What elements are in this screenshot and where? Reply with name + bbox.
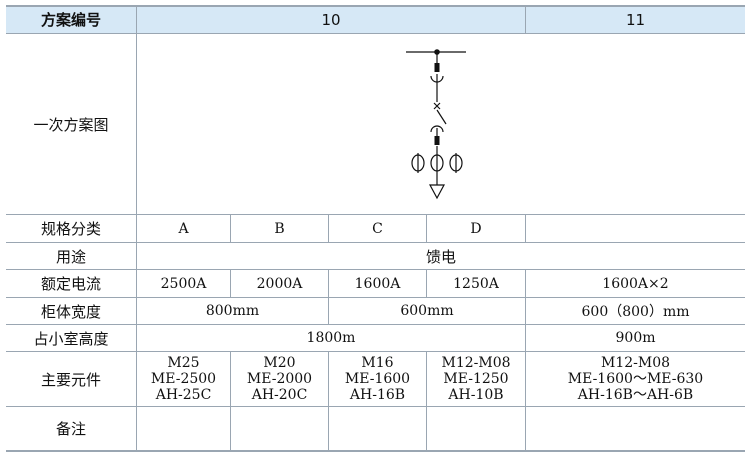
breaker-blade xyxy=(436,109,447,125)
remarks-row-label: 备注 xyxy=(55,420,86,438)
components-a-line-1: M25 xyxy=(167,355,200,371)
components-c-line-3: AH-16B xyxy=(349,387,406,403)
width-scheme-11: 600（800）mm xyxy=(581,304,690,320)
grid-line-cd-lower xyxy=(426,351,427,451)
current-b: 2000A xyxy=(256,275,303,292)
primary-circuit-diagram xyxy=(406,49,466,200)
usage-value: 馈电 xyxy=(425,247,456,266)
grid-line-top xyxy=(6,5,745,7)
components-b-line-2: ME-2000 xyxy=(246,371,313,387)
lower-contact xyxy=(434,136,440,145)
components-b-line-1: M20 xyxy=(263,355,296,371)
spec-b: B xyxy=(274,220,285,237)
breaker-x-mark xyxy=(433,102,441,110)
upper-disconnect-arc xyxy=(430,75,444,83)
grid-line-d11-width xyxy=(525,297,526,325)
grid-line-d11-current xyxy=(525,269,526,298)
spec-c: C xyxy=(372,220,383,237)
components-c-line-2: ME-1600 xyxy=(344,371,411,387)
spec-row-label: 规格分类 xyxy=(40,220,101,238)
components-b-line-3: AH-20C xyxy=(251,387,308,403)
current-row-label: 额定电流 xyxy=(40,275,101,293)
usage-row-label: 用途 xyxy=(55,247,86,266)
current-scheme-11: 1600A×2 xyxy=(602,275,669,292)
components-s11-line-3: AH-16B～AH-6B xyxy=(577,387,694,403)
grid-line-components xyxy=(6,406,745,407)
components-d-line-2: ME-1250 xyxy=(443,371,509,387)
grid-line-header xyxy=(6,33,745,34)
grid-line-diagram xyxy=(6,214,745,215)
grid-line-cd-upper xyxy=(426,214,427,243)
components-b: M20 ME-2000 AH-20C xyxy=(231,352,328,406)
grid-line-bc-current xyxy=(328,269,329,298)
grid-line-d11-height xyxy=(525,324,526,352)
grid-line-usage xyxy=(6,269,745,270)
ct-middle xyxy=(430,154,444,172)
height-row-label: 占小室高度 xyxy=(33,329,109,348)
spec-a: A xyxy=(178,220,189,237)
grid-line-bc-upper xyxy=(328,214,329,243)
grid-line-d11-lower xyxy=(525,351,526,451)
outgoing-arrow xyxy=(428,184,446,200)
height-scheme-11: 900m xyxy=(615,330,656,346)
header-scheme-11: 11 xyxy=(625,10,646,29)
components-d: M12-M08 ME-1250 AH-10B xyxy=(427,352,525,406)
components-s11-line-1: M12-M08 xyxy=(600,355,671,371)
header-band xyxy=(6,6,745,33)
components-a-line-3: AH-25C xyxy=(155,387,212,403)
components-scheme-11: M12-M08 ME-1600～ME-630 AH-16B～AH-6B xyxy=(526,352,745,406)
grid-line-ab-current xyxy=(230,269,231,298)
current-d: 1250A xyxy=(453,275,499,292)
grid-line-height xyxy=(6,351,745,352)
header-label: 方案编号 xyxy=(40,11,101,29)
lower-disconnect-arc xyxy=(430,125,444,133)
grid-line-scheme-divider xyxy=(525,6,526,34)
current-a: 2500A xyxy=(160,275,207,292)
grid-line-bc-width xyxy=(328,297,329,325)
grid-line-cd-current xyxy=(426,269,427,298)
components-d-line-1: M12-M08 xyxy=(441,355,511,371)
upper-contact xyxy=(434,63,440,72)
grid-line-spec xyxy=(6,242,745,243)
header-scheme-10: 10 xyxy=(321,10,341,29)
grid-line-bottom xyxy=(6,450,745,452)
components-row-label: 主要元件 xyxy=(40,370,101,389)
grid-line-d11-upper xyxy=(525,214,526,243)
grid-line-ab-upper xyxy=(230,214,231,243)
components-c: M16 ME-1600 AH-16B xyxy=(329,352,426,406)
busbar-node xyxy=(434,49,440,55)
grid-line-ab-lower xyxy=(230,351,231,451)
grid-line-current xyxy=(6,297,745,298)
grid-line-width xyxy=(6,324,745,325)
components-c-line-1: M16 xyxy=(361,355,394,371)
spec-d: D xyxy=(470,220,482,237)
components-a: M25 ME-2500 AH-25C xyxy=(137,352,230,406)
height-scheme-10: 1800m xyxy=(306,330,356,346)
width-cd: 600mm xyxy=(400,303,454,319)
components-a-line-2: ME-2500 xyxy=(150,371,217,387)
components-d-line-3: AH-10B xyxy=(448,387,504,403)
current-c: 1600A xyxy=(354,275,401,292)
grid-line-bc-lower xyxy=(328,351,329,451)
width-ab: 800mm xyxy=(205,303,260,319)
grid-line-label-col xyxy=(136,6,137,451)
diagram-row-label: 一次方案图 xyxy=(33,115,109,134)
components-s11-line-2: ME-1600～ME-630 xyxy=(567,371,704,387)
width-row-label: 柜体宽度 xyxy=(40,302,101,321)
